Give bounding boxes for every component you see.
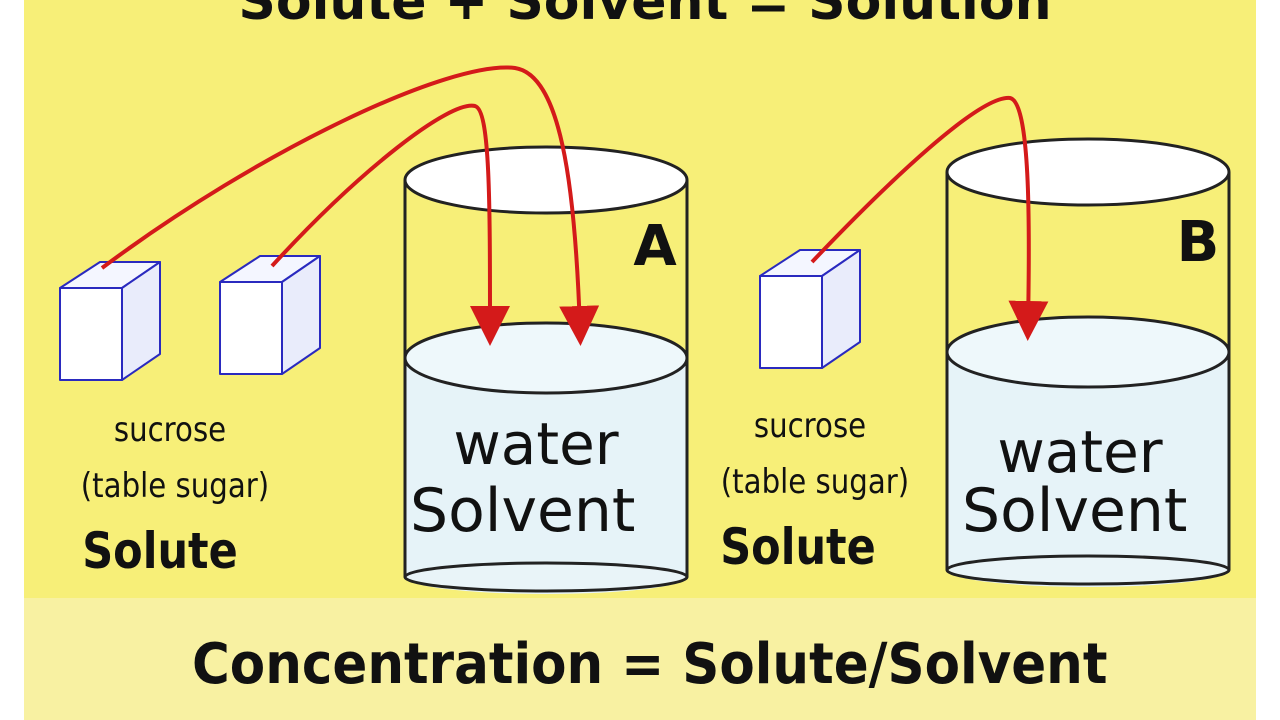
beaker-b <box>945 137 1231 587</box>
sugar-cube <box>59 261 161 381</box>
beaker-b-water-surface <box>945 315 1231 389</box>
beaker-b-water <box>947 352 1229 587</box>
formula-band <box>24 598 1256 720</box>
beaker-a-letter: A <box>633 214 677 279</box>
beaker-a-solvent-label: Solvent <box>410 476 636 546</box>
beaker-b-liquid-label: water <box>997 418 1163 486</box>
solute-name-left: sucrose <box>113 410 227 450</box>
solute-common-name-right: (table sugar) <box>720 462 910 502</box>
beaker-b-solvent-label: Solvent <box>962 476 1188 546</box>
beaker-b-base <box>945 554 1231 586</box>
beaker-a-water-surface <box>403 321 689 395</box>
solute-common-name-left: (table sugar) <box>80 466 270 506</box>
beaker-a-liquid-label: water <box>453 410 619 478</box>
sugar-cube <box>219 255 321 375</box>
solute-label-right: Solute <box>720 518 876 576</box>
beaker-a <box>403 145 689 594</box>
arrow <box>100 65 600 346</box>
solute-name-right: sucrose <box>753 406 867 446</box>
beaker-b-rim <box>945 137 1231 207</box>
beaker-b-letter: B <box>1176 210 1220 275</box>
solute-label-left: Solute <box>82 522 238 580</box>
concentration-formula: Concentration = Solute/Solvent <box>192 632 1108 697</box>
arrow <box>270 103 510 346</box>
beaker-a-rim <box>403 145 689 215</box>
beaker-a-base <box>403 561 689 593</box>
arrow <box>810 95 1049 341</box>
sugar-cube <box>759 249 861 369</box>
diagram-title: Solute + Solvent = Solution <box>238 0 1052 32</box>
beaker-a-water <box>405 358 687 594</box>
